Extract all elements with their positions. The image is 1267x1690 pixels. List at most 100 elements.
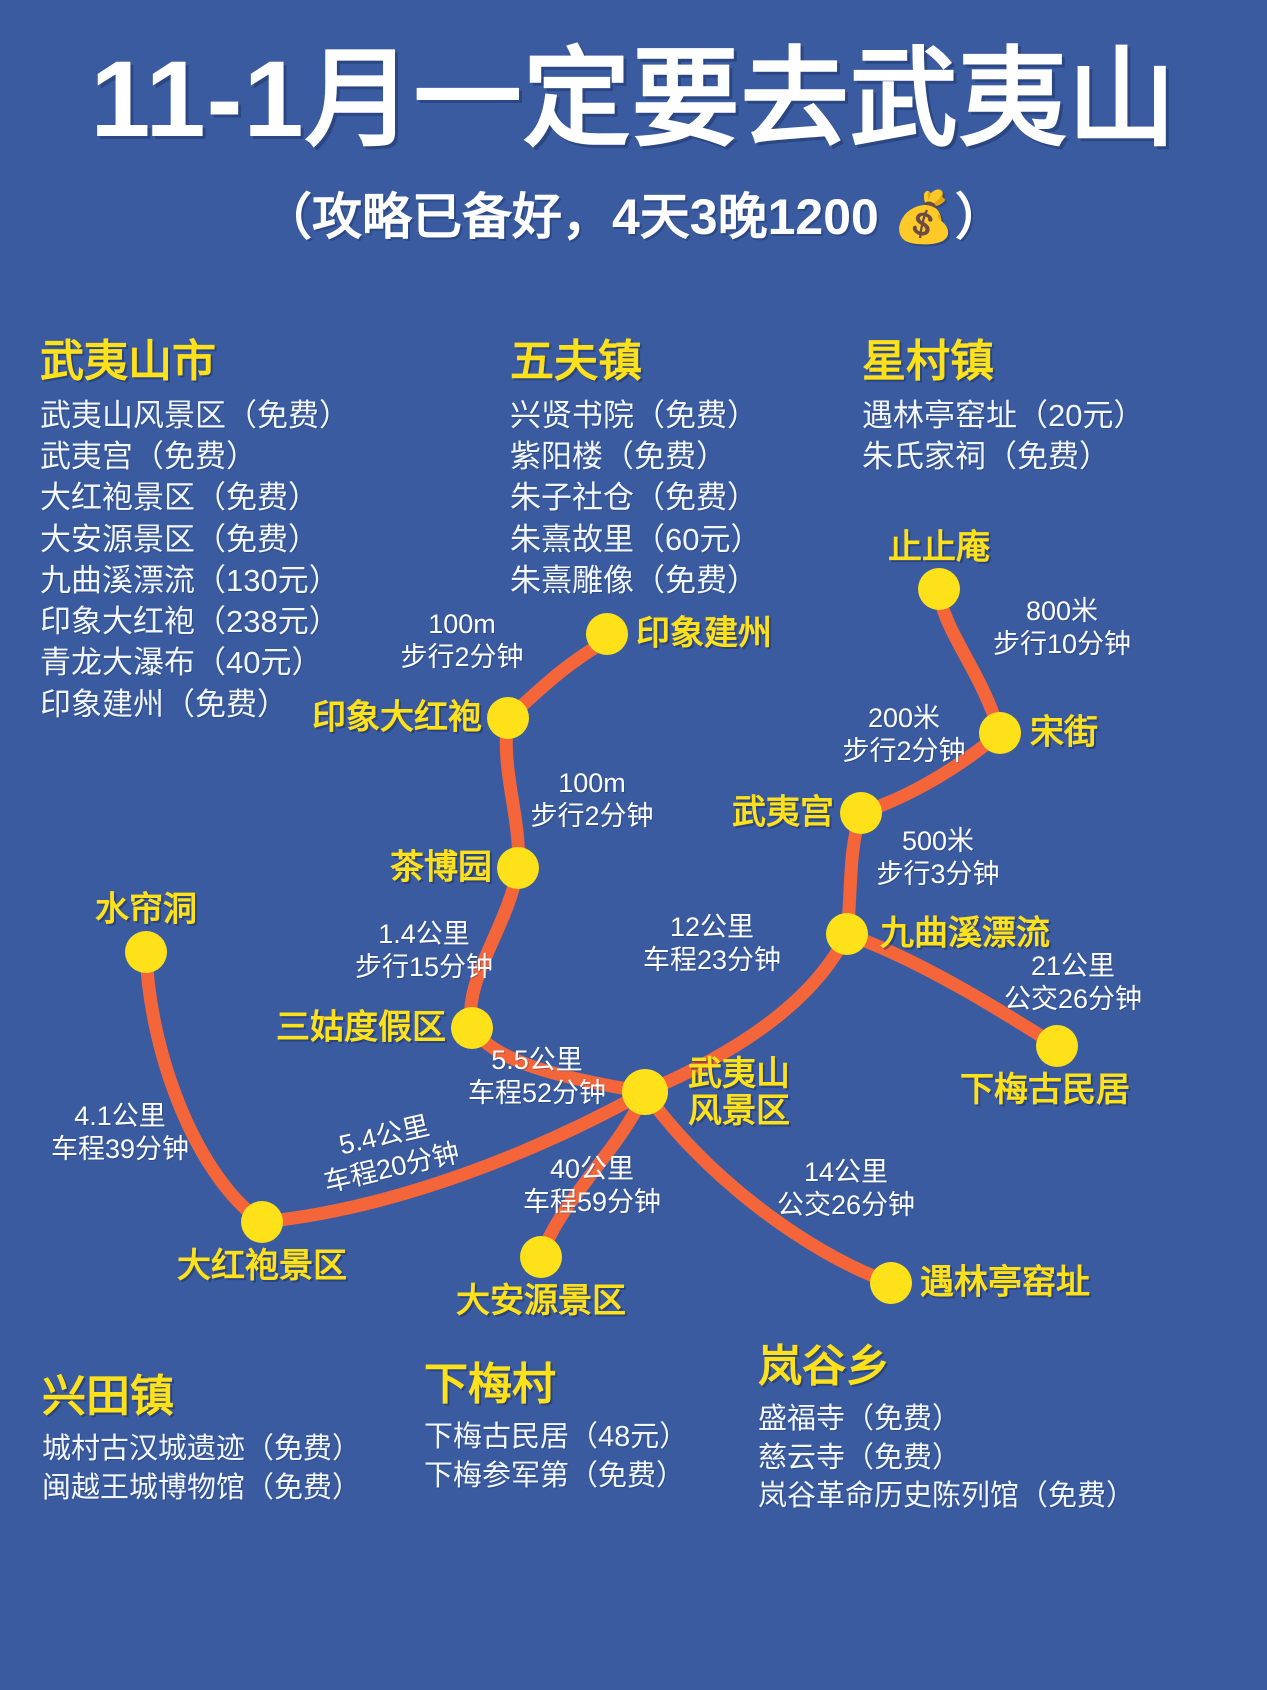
- node-label-yinxiangjianzhou: 印象建州: [636, 614, 772, 653]
- node-label-wuyigong: 武夷宫: [732, 793, 834, 832]
- info-column-wufu-town: 五夫镇 兴贤书院（免费） 紫阳楼（免费） 朱子社仓（免费） 朱熹故里（60元） …: [510, 325, 761, 601]
- page-subtitle: （攻略已备好，4天3晚1200 💰）: [262, 189, 1005, 245]
- node-label-shuiliandong: 水帘洞: [95, 890, 197, 929]
- edge-label: 100m 步行2分钟: [530, 767, 653, 833]
- edge-label: 200米 步行2分钟: [842, 702, 965, 768]
- edge-distance: 100m: [428, 609, 496, 640]
- node-label-daanyuanjingqu: 大安源景区: [456, 1282, 626, 1320]
- node-label-zhizhian: 止止庵: [888, 528, 990, 567]
- edge-label: 500米 步行3分钟: [876, 825, 999, 891]
- column-item: 印象建州（免费）: [40, 686, 288, 722]
- column-item: 遇林亭窑址（20元）: [862, 398, 1145, 433]
- map-node: [241, 1201, 283, 1243]
- map-node: [979, 712, 1021, 754]
- node-label-dahongpaojingqu: 大红袍景区: [177, 1247, 347, 1285]
- map-node: [520, 1236, 562, 1278]
- map-node: [870, 1262, 912, 1304]
- column-item: 印象大红袍（238元）: [40, 604, 340, 640]
- column-item: 兴贤书院（免费）: [510, 398, 758, 433]
- edge-label: 100m 步行2分钟: [400, 608, 523, 674]
- column-item: 朱氏家祠（免费）: [862, 439, 1110, 475]
- info-column-wuyishan-city: 武夷山市 武夷山风景区（免费） 武夷宫（免费） 大红袍景区（免费） 大安源景区（…: [40, 325, 350, 725]
- column-item: 下梅古民居（48元）: [424, 1421, 689, 1453]
- edge-time: 公交26分钟: [1003, 984, 1143, 1014]
- edge-time: 车程59分钟: [522, 1187, 662, 1217]
- column-item: 九曲溪漂流（130元）: [40, 562, 340, 598]
- edge-distance: 4.1公里: [74, 1101, 166, 1132]
- map-node: [1036, 1025, 1078, 1067]
- edge-label: 5.4公里 车程20分钟: [313, 1104, 462, 1199]
- column-heading: 兴田镇: [42, 1372, 174, 1421]
- column-item: 武夷山风景区（免费）: [40, 398, 350, 433]
- node-label-jiuquxipiaoliu: 九曲溪漂流: [880, 914, 1050, 953]
- info-column-langu-township: 岚谷乡 盛福寺（免费） 慈云寺（免费） 岚谷革命历史陈列馆（免费）: [758, 1330, 1135, 1516]
- edge-distance: 1.4公里: [378, 919, 470, 950]
- edge-label: 1.4公里 步行15分钟: [355, 918, 493, 984]
- edge-distance: 5.5公里: [491, 1045, 583, 1076]
- edge-time: 步行15分钟: [354, 952, 494, 982]
- column-item: 朱子社仓（免费）: [510, 480, 758, 516]
- edge-distance: 21公里: [1030, 951, 1116, 982]
- node-label-yulintingyaozhi: 遇林亭窑址: [920, 1263, 1090, 1302]
- route-line: [499, 711, 525, 875]
- node-label-yinxiangdahongpao: 印象大红袍: [312, 698, 482, 737]
- edge-label: 800米 步行10分钟: [993, 595, 1131, 661]
- column-item: 城村古汉城遗迹（免费）: [42, 1433, 362, 1465]
- edge-time: 步行10分钟: [992, 629, 1132, 659]
- edge-label: 5.5公里 车程52分钟: [468, 1044, 606, 1110]
- route-line: [840, 806, 868, 941]
- edge-label: 40公里 车程59分钟: [523, 1153, 661, 1219]
- node-label-songjie: 宋街: [1030, 713, 1098, 752]
- edge-time: 车程52分钟: [467, 1078, 607, 1108]
- map-node: [497, 847, 539, 889]
- column-item: 朱熹雕像（免费）: [510, 562, 758, 598]
- edge-distance: 40公里: [549, 1154, 635, 1185]
- edge-time: 车程39分钟: [50, 1134, 190, 1164]
- edge-time: 步行3分钟: [876, 859, 1000, 889]
- column-heading: 武夷山市: [40, 337, 216, 386]
- column-item: 慈云寺（免费）: [758, 1441, 962, 1474]
- route-line: [139, 945, 269, 1229]
- column-item: 大红袍景区（免费）: [40, 480, 319, 516]
- map-node: [826, 913, 868, 955]
- column-item: 盛福寺（免费）: [758, 1403, 962, 1435]
- map-node: [918, 568, 960, 610]
- edge-time: 步行2分钟: [842, 736, 966, 766]
- column-heading: 下梅村: [424, 1360, 556, 1409]
- column-item: 青龙大瀑布（40元）: [40, 645, 323, 681]
- map-node: [125, 931, 167, 973]
- page-title: 11-1月一定要去武夷山: [90, 38, 1177, 159]
- column-item: 闽越王城博物馆（免费）: [42, 1471, 362, 1504]
- edge-label: 14公里 公交26分钟: [777, 1156, 915, 1222]
- edge-distance: 500米: [901, 826, 975, 857]
- edge-time: 步行2分钟: [530, 801, 654, 831]
- map-node: [451, 1007, 493, 1049]
- edge-label: 21公里 公交26分钟: [1004, 950, 1142, 1016]
- node-label-xiameiguminju: 下梅古民居: [960, 1071, 1130, 1109]
- info-column-xiamei-village: 下梅村 下梅古民居（48元） 下梅参军第（免费）: [424, 1348, 688, 1495]
- info-column-xingcun-town: 星村镇 遇林亭窑址（20元） 朱氏家祠（免费）: [862, 325, 1144, 477]
- column-heading: 岚谷乡: [758, 1342, 890, 1391]
- edge-time: 车程23分钟: [642, 945, 782, 975]
- edge-distance: 800米: [1025, 596, 1099, 627]
- info-column-xingtian-town: 兴田镇 城村古汉城遗迹（免费） 闽越王城博物馆（免费）: [42, 1360, 361, 1507]
- column-item: 朱熹故里（60元）: [510, 521, 762, 557]
- node-label-chaboyuan: 茶博园: [390, 848, 492, 887]
- map-node: [622, 1069, 668, 1115]
- column-item: 下梅参军第（免费）: [424, 1459, 686, 1492]
- column-item: 岚谷革命历史陈列馆（免费）: [758, 1480, 1136, 1513]
- edge-label: 12公里 车程23分钟: [643, 911, 781, 977]
- edge-distance: 14公里: [803, 1157, 889, 1188]
- edge-time: 步行2分钟: [400, 642, 524, 672]
- edge-distance: 200米: [867, 703, 941, 734]
- map-node: [586, 613, 628, 655]
- column-heading: 星村镇: [862, 337, 994, 386]
- edge-distance: 100m: [558, 768, 626, 799]
- column-item: 紫阳楼（免费）: [510, 439, 727, 475]
- column-item: 武夷宫（免费）: [40, 439, 257, 475]
- column-item: 大安源景区（免费）: [40, 521, 319, 557]
- edge-label: 4.1公里 车程39分钟: [51, 1100, 189, 1166]
- edge-distance: 12公里: [669, 912, 755, 943]
- column-heading: 五夫镇: [510, 337, 642, 386]
